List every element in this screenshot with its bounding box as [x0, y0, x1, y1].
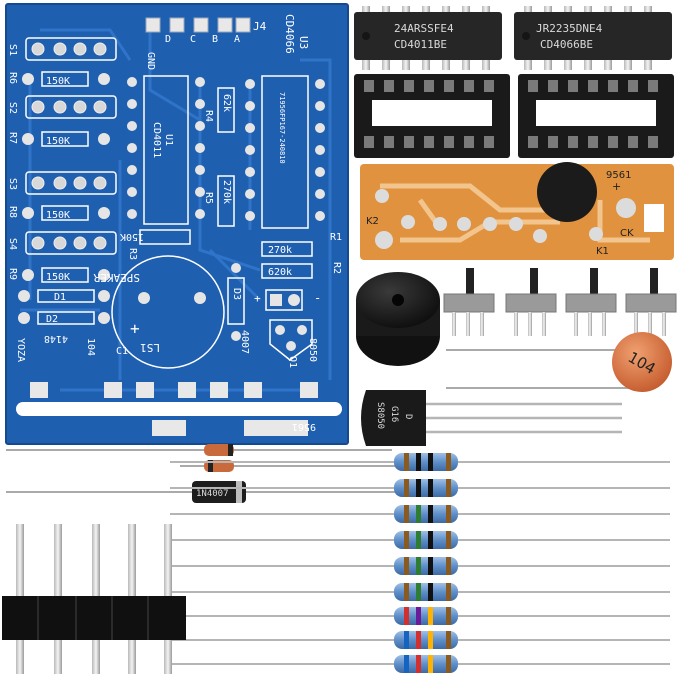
resistor-9 [170, 655, 670, 673]
pcb-chip-code: 71956FP167-240810 [278, 92, 286, 164]
speaker-footprint [111, 255, 225, 369]
module-label-k2: K2 [366, 216, 379, 227]
pcb-label-j4: J4 [253, 20, 267, 33]
pcb-label-d2: D2 [46, 314, 58, 325]
pcb-board: GND D C B A J4 U3 CD4066 S1 S2 S3 S4 [5, 3, 349, 445]
ic-footprint-u3 [245, 75, 325, 229]
ic2-name: CD4066BE [540, 38, 593, 51]
pcb-label-r7: R7 [7, 132, 18, 144]
ic1-name: CD4011BE [394, 38, 447, 51]
module-label-plus: + [612, 180, 621, 193]
pcb-label-s1: S1 [7, 44, 18, 56]
diode-1n4007: 1N4007 [6, 481, 398, 503]
resistor-1 [170, 453, 670, 471]
diode-label: 1N4007 [196, 489, 229, 499]
pcb-value-r6: 150K [46, 76, 70, 87]
pcb-label-yoza: YOZA [15, 338, 26, 362]
pcb-label-r3: R3 [127, 248, 138, 260]
resistor-4 [170, 531, 670, 549]
pcb-label-r6: R6 [7, 72, 18, 84]
pcb-label-d: D [165, 34, 171, 45]
transistor-s8050: S8050 G16 D [361, 390, 622, 446]
pcb-label-s4: S4 [7, 238, 18, 250]
pcb-label-a: A [234, 34, 240, 45]
module-label-ck: CK [620, 228, 634, 239]
resistor-2 [170, 479, 670, 497]
diode-small-1 [6, 444, 392, 456]
pcb-label-r2: R2 [331, 262, 342, 274]
resistor-footprints-left [41, 71, 89, 283]
switch-footprints [25, 37, 117, 255]
ic2-code: JR2235DNE4 [536, 22, 603, 35]
pcb-label-s2: S2 [7, 102, 18, 114]
pcb-label-d3: D3 [231, 288, 242, 300]
pcb-label-r5: R5 [203, 192, 214, 204]
transistor-line1: S8050 [375, 402, 385, 429]
ic-cd4066be: JR2235DNE4 CD4066BE [514, 6, 672, 70]
resistor-8 [170, 631, 670, 649]
pcb-label-u1: U1 [163, 134, 174, 146]
pcb-label-minus: - [314, 291, 321, 305]
chip-on-board-blob [537, 162, 597, 222]
pin-header-5 [2, 524, 186, 674]
transistor-line3: D [403, 414, 413, 419]
ic-footprint-u1 [127, 75, 205, 225]
pcb-label-speaker: SPEAKER [93, 271, 140, 284]
ic1-code: 24ARSSFE4 [394, 22, 454, 35]
pcb-label-r4: R4 [203, 110, 214, 122]
ic-socket-right [518, 74, 674, 158]
pcb-value-r2: 620k [268, 267, 292, 278]
pcb-label-d1: D1 [54, 292, 66, 303]
resistor-6 [170, 583, 670, 601]
module-label-9561: 9561 [606, 170, 631, 181]
ic-cd4011be: 24ARSSFE4 CD4011BE [354, 6, 502, 70]
pcb-label-s3: S3 [7, 178, 18, 190]
transistor-line2: G16 [389, 406, 399, 422]
pcb-label-cd4066: CD4066 [283, 14, 296, 54]
pcb-value-r3: 150K [120, 231, 144, 242]
pcb-label-c1: C1 [116, 346, 128, 357]
buzzer [356, 272, 440, 366]
pcb-value-r7: 150K [46, 136, 70, 147]
pcb-label-c: C [190, 34, 196, 45]
pcb-label-9561: 9561 [292, 421, 316, 432]
slide-switches [443, 268, 677, 336]
pcb-label-4148: 4148 [44, 333, 68, 344]
module-label-k1: K1 [596, 246, 609, 257]
pcb-value-r1: 270k [268, 245, 292, 256]
header-pads-j4 [145, 17, 251, 33]
resistor-3 [170, 505, 670, 523]
board-slot [16, 402, 342, 416]
pcb-label-r8: R8 [7, 206, 18, 218]
pcb-label-ls1: LS1 [140, 341, 160, 354]
pcb-label-r1: R1 [330, 232, 342, 243]
sound-module-board: 9561 + K2 K1 CK [360, 162, 674, 260]
resistor-5 [170, 557, 670, 575]
pcb-label-q1: Q1 [287, 356, 298, 368]
pcb-label-4007: 4007 [239, 330, 250, 354]
pcb-label-u3: U3 [297, 36, 310, 49]
pcb-label-plus-speaker: + [130, 319, 140, 338]
pcb-value-r8: 150K [46, 210, 70, 221]
resistor-set [170, 453, 670, 673]
pcb-value-r5: 270k [221, 180, 232, 204]
ceramic-capacitor-104: 104 [446, 332, 672, 392]
pcb-value-r9: 150K [46, 272, 70, 283]
resistor-7 [170, 607, 670, 625]
pcb-value-r4: 62k [221, 94, 232, 112]
pcb-label-plus: + [254, 292, 261, 305]
pcb-label-r9: R9 [7, 268, 18, 280]
bottom-pads [30, 382, 318, 398]
ic-socket-left [354, 74, 510, 158]
pcb-label-gnd: GND [145, 52, 156, 70]
pcb-label-104: 104 [85, 338, 96, 356]
pcb-label-8050: 8050 [307, 338, 318, 362]
pcb-label-b: B [212, 34, 218, 45]
pcb-label-cd4011: CD4011 [151, 122, 162, 158]
